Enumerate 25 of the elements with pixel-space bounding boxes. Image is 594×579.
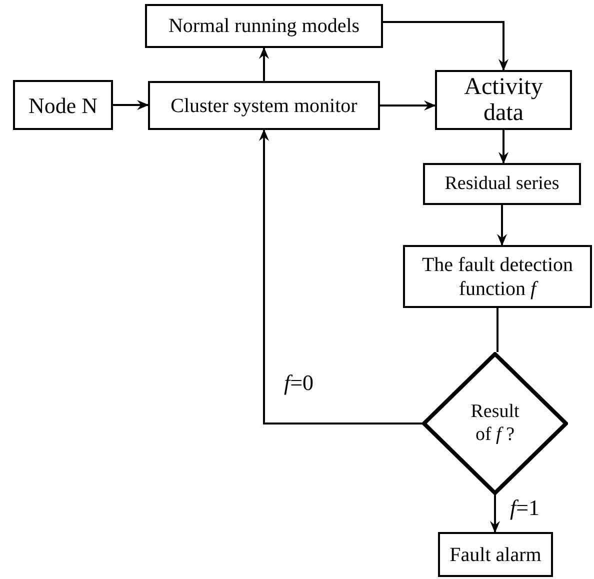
decision-diamond [422,352,568,495]
node-text: The fault detection function f [420,252,574,300]
arrow [497,205,507,246]
arrow [259,47,269,81]
arrow [383,21,508,71]
process-box [13,80,113,130]
process-box [435,70,572,130]
node-text: Node N [28,92,98,120]
arrow [259,129,422,424]
process-box [403,245,592,308]
node-text: Fault alarm [450,542,542,568]
arrow [490,495,500,533]
arrow [380,100,436,110]
edge-label: f=0 [282,372,316,394]
process-box [148,81,380,130]
node-text: Cluster system monitor [170,94,358,118]
node-text: Residual series [444,172,560,196]
node-text: Normal running models [168,14,360,39]
arrow [113,100,149,110]
process-box [423,163,581,205]
node-text: Result of f ? [470,400,520,446]
arrow [498,130,508,164]
process-box [438,532,553,577]
node-text: Activity data [463,74,544,126]
process-box [145,4,383,48]
